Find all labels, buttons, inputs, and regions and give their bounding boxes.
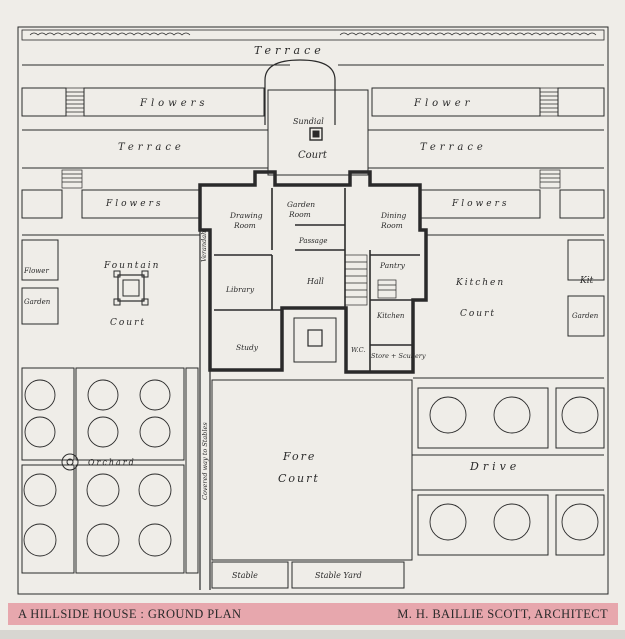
- label-court-fountain: Court: [110, 318, 146, 328]
- label-court-sundial: Court: [298, 150, 328, 161]
- bottom-strip: [0, 630, 625, 639]
- label-library: Library: [225, 285, 255, 294]
- label-passage: Passage: [298, 237, 328, 245]
- label-wc: W.C.: [351, 346, 365, 354]
- label-stable: Stable: [232, 571, 258, 580]
- label-garden-small: Garden: [24, 298, 51, 306]
- label-store-scullery: Store + Scullery: [371, 352, 426, 360]
- caption-title: A HILLSIDE HOUSE : GROUND PLAN: [18, 606, 242, 621]
- label-orchard: Orchard: [88, 458, 136, 467]
- label-garden-room-1: Garden: [287, 200, 315, 209]
- label-garden-right: Garden: [572, 312, 599, 320]
- caption-architect: M. H. BAILLIE SCOTT, ARCHITECT: [397, 606, 608, 621]
- label-fountain: Fountain: [103, 261, 160, 271]
- label-terrace-top: Terrace: [254, 44, 325, 57]
- label-dining-2: Room: [380, 221, 403, 230]
- label-verandah: Verandah: [200, 231, 208, 262]
- label-stable-yard: Stable Yard: [315, 571, 362, 580]
- label-sundial: Sundial: [293, 117, 324, 126]
- label-drive: Drive: [469, 460, 520, 473]
- label-dining-1: Dining: [380, 211, 406, 220]
- label-hall: Hall: [306, 277, 324, 286]
- label-kit: Kit: [579, 276, 594, 286]
- plan-caption: A HILLSIDE HOUSE : GROUND PLAN M. H. BAI…: [8, 603, 618, 625]
- label-terrace-left: Terrace: [118, 142, 185, 153]
- top-hedge: [21, 29, 605, 41]
- label-fore-court-2: Court: [278, 472, 320, 485]
- label-kitchen: Kitchen: [376, 312, 405, 320]
- label-terrace-right: Terrace: [420, 142, 487, 153]
- label-drawing-2: Room: [233, 221, 256, 230]
- label-flower-right: Flower: [413, 98, 473, 109]
- label-flowers-left: Flowers: [139, 98, 209, 109]
- plan-border: [17, 26, 609, 595]
- label-pantry: Pantry: [379, 261, 406, 270]
- label-study: Study: [236, 343, 259, 352]
- label-flower-small: Flower: [23, 267, 49, 275]
- sundial-court: [267, 89, 369, 176]
- label-fore-court-1: Fore: [282, 450, 316, 463]
- label-garden-room-2: Room: [288, 210, 311, 219]
- label-drawing-1: Drawing: [229, 211, 263, 220]
- label-flowers-mid-right: Flowers: [451, 199, 510, 209]
- label-covered-way: Covered way to Stables: [201, 422, 209, 500]
- label-flowers-mid-left: Flowers: [105, 199, 164, 209]
- label-kitchen-court-2: Court: [460, 309, 496, 319]
- label-kitchen-court-1: Kitchen: [455, 278, 505, 288]
